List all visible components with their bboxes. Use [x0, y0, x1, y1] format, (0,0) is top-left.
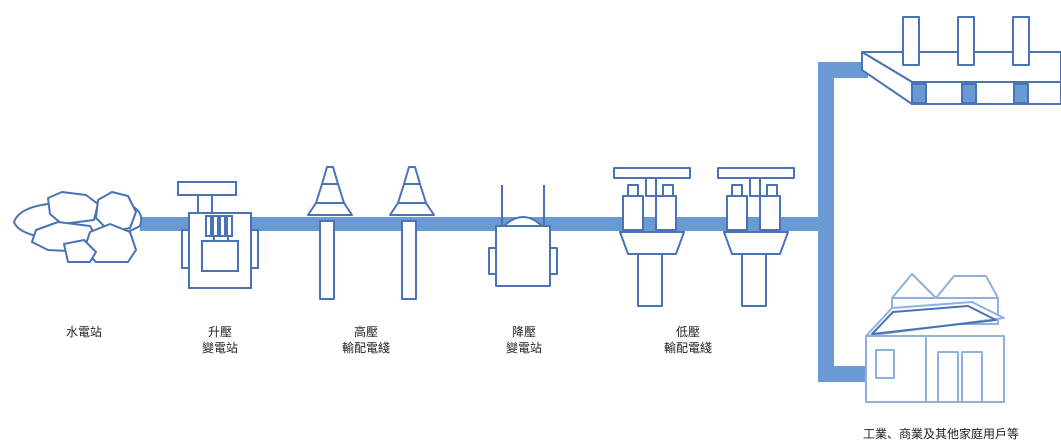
label-consumers: 工業、商業及其他家庭用戶等 [862, 427, 1020, 441]
low-voltage-pole-icon [613, 167, 691, 307]
low-voltage-pole-icon [717, 167, 795, 307]
power-line [140, 62, 868, 382]
label-high-voltage-lines: 高壓 輸配電綫 [341, 325, 391, 355]
label-step-down-substation: 降壓 變電站 [505, 325, 543, 355]
house-front-icon [865, 301, 1005, 403]
high-voltage-tower-icon [307, 166, 353, 300]
factory-icon [861, 16, 1061, 105]
label-low-voltage-lines: 低壓 輸配電綫 [663, 325, 713, 355]
label-hydro-station: 水電站 [65, 325, 103, 339]
high-voltage-tower-icon [389, 166, 435, 300]
step-up-substation-icon [177, 181, 259, 289]
hydro-station-icon [13, 191, 143, 263]
step-down-substation-icon [488, 185, 558, 287]
label-step-up-substation: 升壓 變電站 [201, 325, 239, 355]
